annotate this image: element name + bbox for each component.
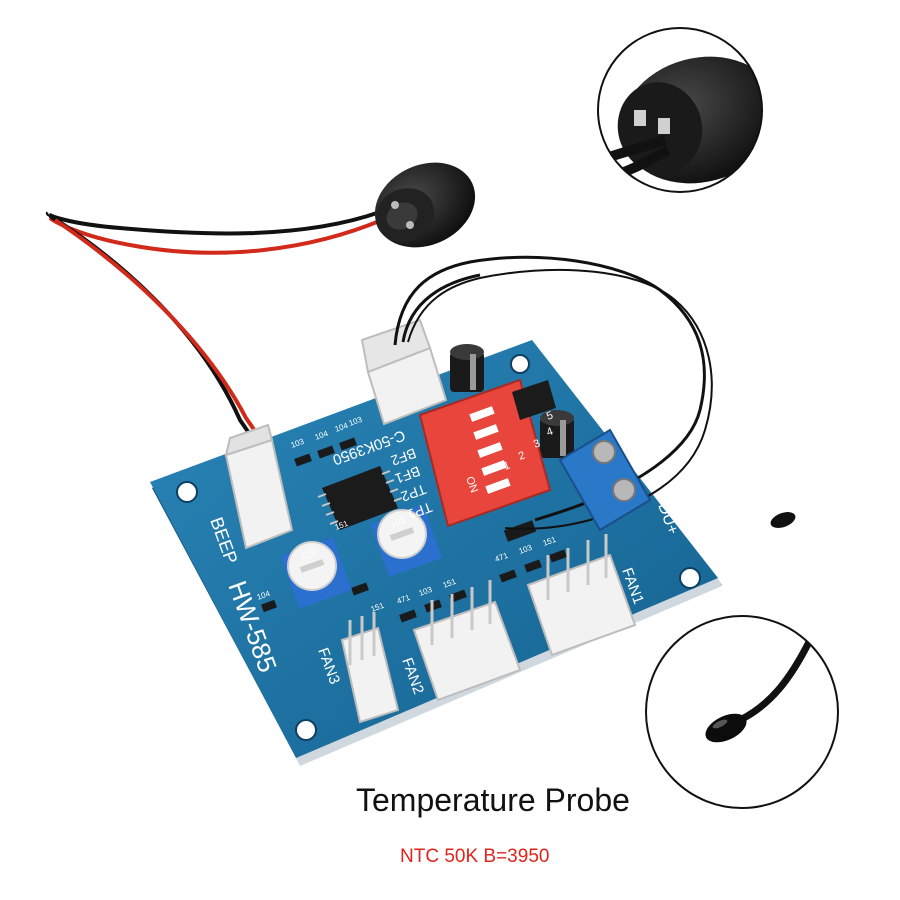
capacitor xyxy=(450,344,484,392)
inset-probe-closeup xyxy=(645,615,839,809)
smd-code: 104 xyxy=(314,429,330,442)
smd-code: 471 xyxy=(396,593,412,606)
dip-position: 3 xyxy=(532,437,542,450)
fan-connector xyxy=(526,534,637,657)
inset-buzzer-closeup xyxy=(597,27,763,193)
smd-code: 471 xyxy=(494,551,510,564)
smd-code: 151 xyxy=(542,535,558,548)
fan-connector xyxy=(412,580,522,702)
smd-components xyxy=(261,437,567,623)
smd-code: 104 xyxy=(256,589,272,602)
potentiometer xyxy=(370,505,442,577)
buzzer xyxy=(374,162,476,248)
mount-hole xyxy=(679,567,701,589)
smd-code: 103 xyxy=(290,437,306,450)
buzzer-wires xyxy=(45,210,383,454)
caption-subtitle: NTC 50K B=3950 xyxy=(400,846,550,867)
regulator-chip xyxy=(512,380,556,420)
dip-switch xyxy=(418,378,552,528)
smd-code: 151 xyxy=(370,601,386,614)
potentiometer xyxy=(280,537,352,609)
smd-code: 151 xyxy=(442,577,458,590)
caption-title: Temperature Probe xyxy=(356,782,630,818)
smd-code: 103 xyxy=(348,415,364,428)
fan-connector xyxy=(340,612,400,724)
probe-connector xyxy=(360,318,448,426)
mount-hole xyxy=(510,354,530,374)
smd-code: 103 xyxy=(518,543,534,556)
mount-hole xyxy=(295,719,317,741)
pot-label: 103 xyxy=(389,515,407,530)
terminal-block xyxy=(558,428,652,532)
capacitor xyxy=(540,410,574,458)
dip-position: 1 xyxy=(502,459,512,472)
pot-label: 103 xyxy=(299,547,317,562)
mount-hole xyxy=(176,481,198,503)
dip-position: 5 xyxy=(545,409,555,422)
buzzer-connector xyxy=(224,423,294,550)
ic-chip xyxy=(317,466,403,530)
dip-on-label: ON xyxy=(463,475,480,495)
thermistor-bead xyxy=(770,512,796,528)
smd-code: 104 xyxy=(334,421,350,434)
dip-position: 4 xyxy=(545,425,555,438)
smd-code: 151 xyxy=(334,519,350,532)
smd-code: 103 xyxy=(418,585,434,598)
dip-position: 2 xyxy=(517,449,527,462)
